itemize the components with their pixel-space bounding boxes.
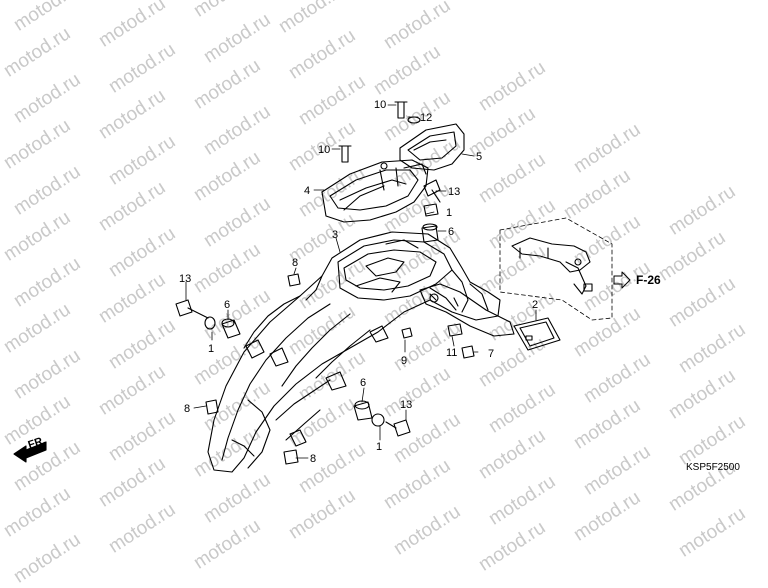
callout-13c: 13 (400, 399, 412, 411)
callout-1a: 1 (446, 207, 452, 219)
callout-1c: 1 (376, 441, 382, 453)
reference-label: F-26 (636, 273, 661, 287)
callout-2: 2 (532, 299, 538, 311)
upper-cover (321, 159, 429, 223)
license-bracket (499, 217, 613, 321)
callout-9: 9 (401, 355, 407, 367)
rear-fender (207, 231, 515, 473)
callout-7: 7 (488, 348, 494, 360)
callout-6b: 6 (224, 299, 230, 311)
callout-5: 5 (476, 151, 482, 163)
callout-8b: 8 (184, 403, 190, 415)
reference-arrow (613, 271, 631, 289)
callout-labels: 10 12 10 5 4 13 1 6 3 8 13 6 1 2 9 11 7 … (179, 99, 538, 465)
reflector-plate (513, 317, 561, 351)
callout-13b: 13 (179, 273, 191, 285)
rear-fender-parts-diagram: 10 12 10 5 4 13 1 6 3 8 13 6 1 2 9 11 7 … (13, 99, 631, 473)
callout-11: 11 (446, 347, 457, 359)
callout-1b: 1 (208, 343, 214, 355)
callout-8a: 8 (292, 257, 298, 269)
leader-lines (185, 104, 537, 459)
callout-12: 12 (420, 112, 432, 124)
callout-6c: 6 (360, 377, 366, 389)
callout-4: 4 (304, 185, 310, 197)
callout-10a: 10 (374, 99, 386, 111)
callout-6a: 6 (448, 226, 454, 238)
callout-13a: 13 (448, 186, 460, 198)
callout-8c: 8 (310, 453, 316, 465)
diagram-code: KSP5F2500 (686, 462, 740, 473)
hardware (175, 101, 475, 465)
direction-arrow (13, 441, 47, 463)
top-cover (399, 123, 465, 171)
callout-10b: 10 (318, 144, 330, 156)
callout-3: 3 (332, 229, 338, 241)
